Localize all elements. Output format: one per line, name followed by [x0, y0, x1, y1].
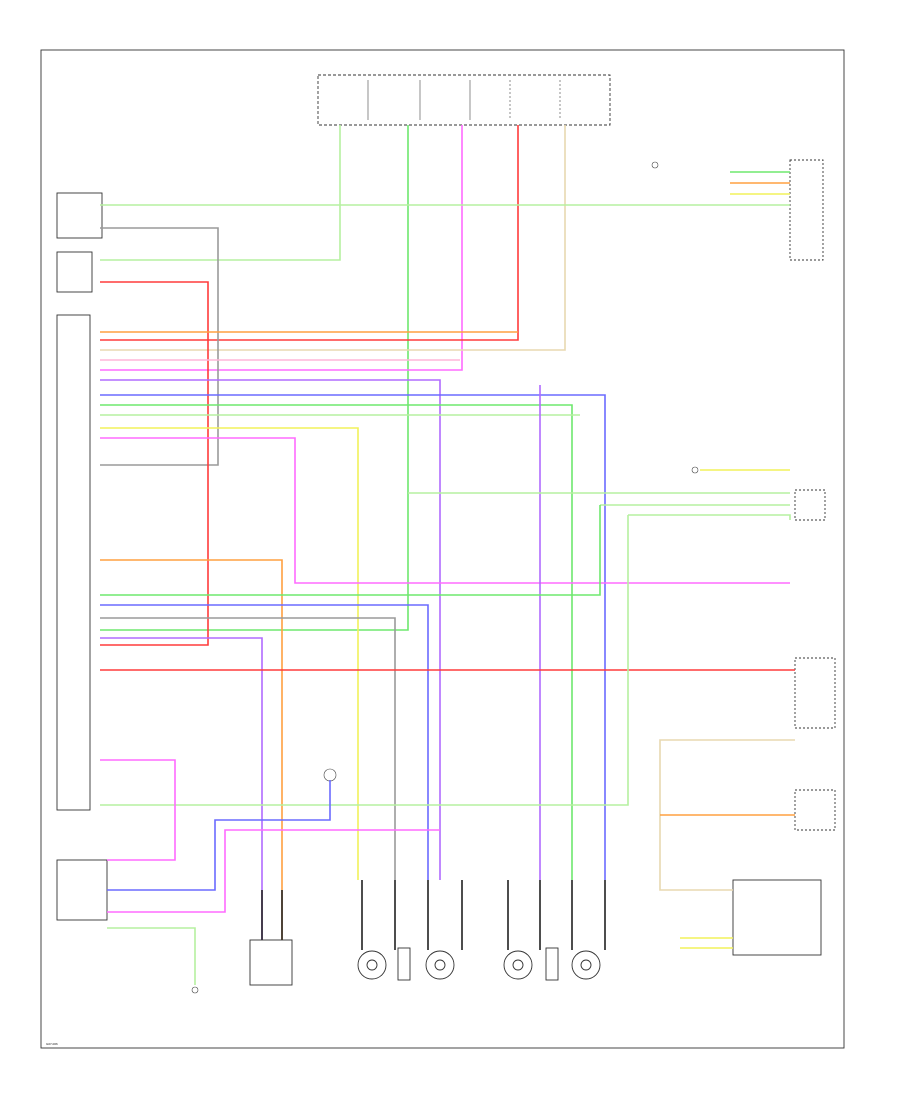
module-upper-left-a [56, 192, 103, 239]
central-junction-box [317, 74, 611, 126]
wheel-sensor-group-2 [503, 947, 601, 981]
wire-blue-n [100, 604, 429, 880]
wiring [100, 125, 795, 985]
wire-purple-p [100, 637, 263, 940]
footer-code: G07-006 [46, 1042, 58, 1046]
right-module-middle [794, 657, 836, 729]
switch-box-bottom-left [56, 859, 108, 921]
wire-purple-e [100, 379, 441, 880]
wire-lightgreen-x [107, 927, 196, 985]
wire-violet-3 [100, 125, 463, 371]
wire-teal-g [100, 404, 573, 880]
wire-lightgreen-right-3 [628, 514, 791, 520]
wire-blue-v [107, 780, 331, 891]
wire-green-2 [100, 125, 409, 631]
wire-red-b [100, 281, 209, 646]
wire-lightgreen-t [100, 515, 629, 806]
module-bottom-center [249, 939, 293, 986]
right-module-lower [794, 789, 836, 831]
wheel-sensor-group-1 [357, 947, 455, 981]
wire-pale-5 [100, 125, 566, 351]
wire-violet-j [100, 437, 790, 584]
instrument-cluster-box [732, 879, 822, 956]
wire-yellow-green-1 [100, 125, 341, 261]
wire-gray-a [100, 227, 219, 466]
diagram-frame [40, 49, 845, 1049]
wire-orange-l [100, 559, 283, 940]
component-boxes [56, 74, 836, 994]
right-module-upper [794, 489, 826, 521]
wire-violet-u [100, 759, 176, 861]
module-upper-left-b [56, 251, 93, 293]
wire-red-4 [100, 125, 519, 341]
wire-gray-o [100, 617, 396, 880]
wire-violet-w [107, 829, 440, 913]
right-connector-top [789, 159, 824, 261]
main-control-module [56, 314, 91, 811]
wire-blue-f [100, 394, 606, 880]
wire-green-m [100, 505, 601, 596]
wire-yellow-i [100, 427, 359, 880]
